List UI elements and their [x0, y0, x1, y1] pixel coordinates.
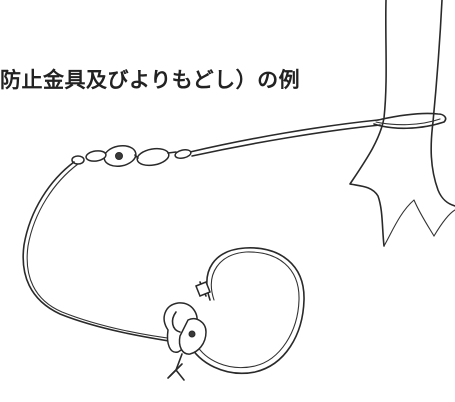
snare-wire: [22, 161, 176, 343]
figure-caption: 防止金具及びよりもどし）の例: [0, 68, 301, 92]
snare-noose: [189, 247, 305, 375]
main-wire: [189, 119, 381, 157]
trunk-wire-loop: [373, 112, 447, 130]
tree-trunk: [349, 0, 455, 247]
stopper-fitting: [163, 281, 211, 381]
swivel-fitting: [71, 145, 192, 167]
